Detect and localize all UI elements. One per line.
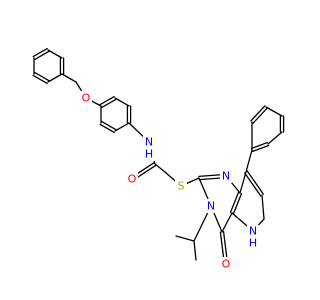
atom-amide-oxygen: O: [126, 172, 138, 186]
bond-ip-m2: [193, 240, 197, 261]
amide-oxygen-label: O: [128, 173, 137, 186]
bond-layer: [32, 47, 285, 265]
bond-b1-b2-a: [34, 50, 50, 61]
bond-c7-c6-b: [246, 170, 264, 195]
atom-pyrimidine-n1: N: [220, 169, 232, 183]
atom-amide-nitrogen: N H: [143, 135, 155, 161]
bond-c6-c5: [261, 194, 265, 220]
bond-c_am-ch2s: [154, 163, 166, 173]
molecule-diagram: O N H O S N N N H O: [32, 47, 285, 271]
bond-q1-q2-a: [251, 144, 270, 153]
amide-hydrogen-label: H: [145, 148, 153, 161]
bond-c4a-c4: [221, 212, 233, 233]
atom-pyrimidine-n3: N: [205, 199, 217, 213]
bond-a2-a3: [114, 97, 130, 107]
atom-label-layer: O N H O S N N N H O: [80, 91, 259, 271]
bond-b2-b3: [47, 49, 63, 59]
bond-a1-a2-a: [101, 98, 117, 109]
bond-q5-q6-a: [250, 105, 266, 122]
sulfur-label: S: [178, 180, 185, 193]
bond-c7-q1: [245, 149, 253, 173]
bond-c7a-c4a-b: [232, 192, 243, 215]
bond-q4-q5: [265, 106, 283, 117]
ring-nitrogen-1-label: N: [222, 170, 230, 183]
ether-oxygen-label: O: [82, 92, 91, 105]
bond-b5-b6-a: [34, 71, 50, 82]
ring-nitrogen-3-label: N: [207, 200, 215, 213]
keto-oxygen-label: O: [222, 258, 231, 271]
bond-c7-c6-a: [244, 172, 262, 197]
atom-keto-oxygen: O: [220, 257, 232, 271]
bond-b1-b2-b: [32, 47, 48, 58]
bond-a1-a2-b: [99, 95, 115, 106]
bond-b4-b5: [47, 73, 63, 83]
amide-nitrogen-label: N: [145, 136, 153, 149]
atom-pyrrole-nitrogen: N H: [247, 225, 259, 251]
pyrrole-hydrogen-label: H: [249, 237, 257, 250]
bond-q2-q3: [267, 131, 283, 145]
bond-q1-q2-b: [250, 141, 269, 150]
atom-ether-oxygen: O: [80, 91, 92, 105]
bond-a4-a5: [114, 122, 130, 132]
bond-c7a-c4a-a: [229, 191, 240, 214]
bond-b4-ch2: [61, 73, 77, 83]
pyrrole-nitrogen-label: N: [249, 225, 257, 238]
bond-a5-a6-a: [101, 120, 117, 131]
bond-b5-b6-b: [32, 74, 48, 85]
bond-c7a-c7: [239, 171, 247, 194]
atom-thioether-sulfur: S: [175, 179, 187, 193]
bond-a5-a6-b: [99, 123, 115, 134]
bond-q5-q6-b: [252, 107, 268, 124]
bond-ip-m1: [175, 235, 195, 242]
structure-svg: O N H O S N N N H O: [32, 47, 285, 271]
